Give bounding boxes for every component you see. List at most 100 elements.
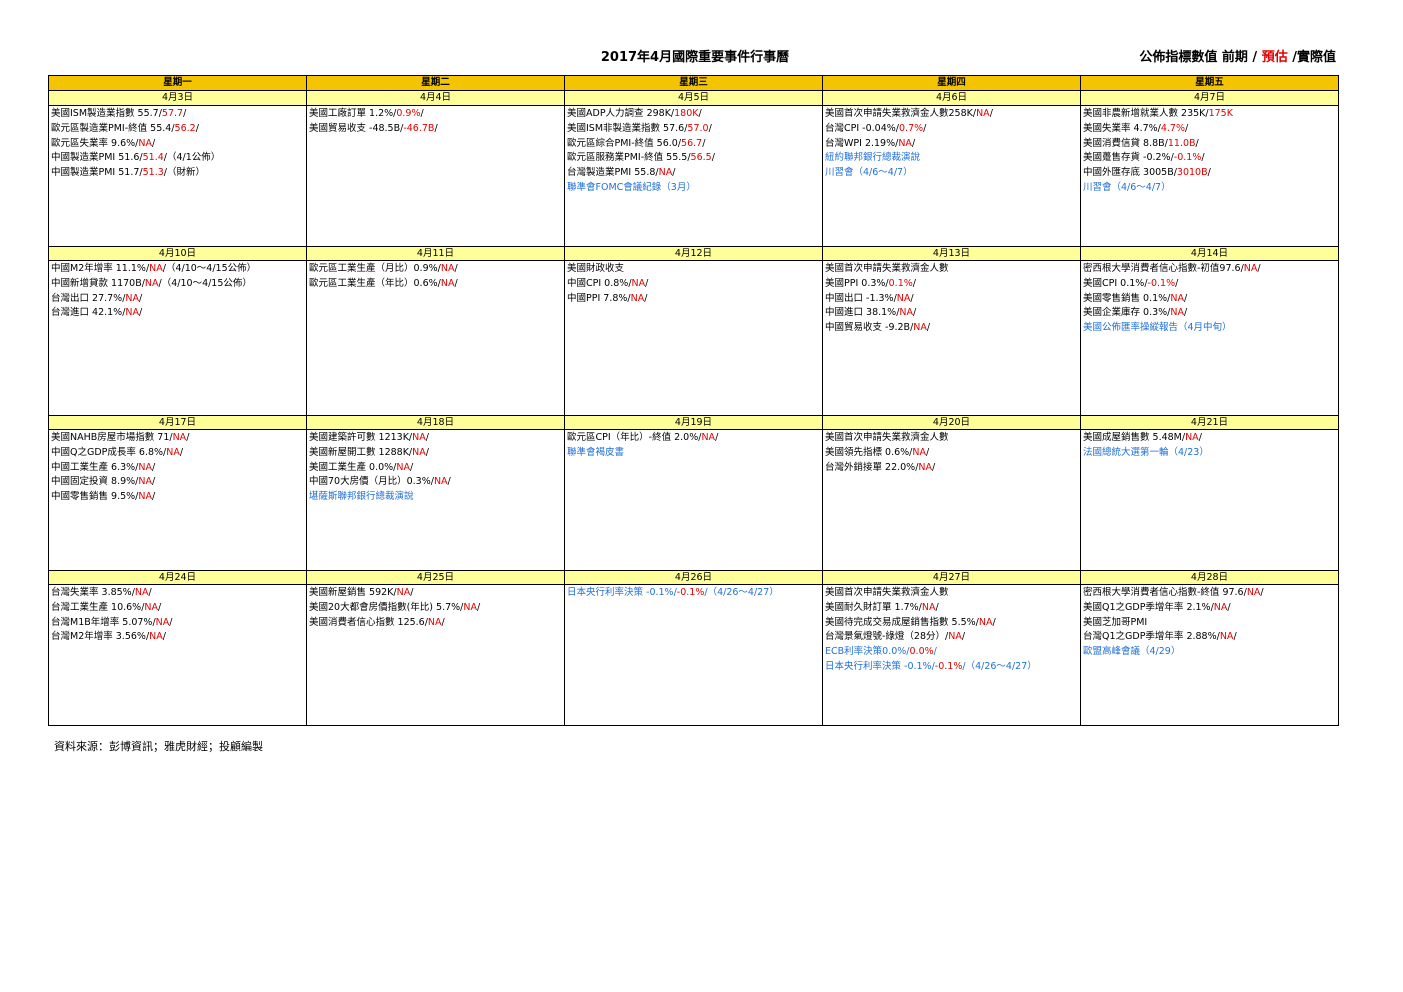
day-events: 美國ADP人力調查 298K/180K/美國ISM非製造業指數 57.6/57.…: [565, 106, 823, 246]
event-suffix: /: [645, 277, 649, 289]
event-item: 中國零售銷售 9.5%/NA/: [51, 490, 304, 505]
event-item: 美國建築許可數 1213K/NA/: [309, 431, 562, 446]
event-highlight: 美國公佈匯率操縱報告（4月中旬）: [1083, 321, 1336, 336]
event-text: 美國PPI 0.3%/: [825, 277, 889, 289]
event-item: 台灣製造業PMI 55.8/NA/: [567, 166, 820, 181]
event-item: 中國PPI 7.8%/NA/: [567, 292, 820, 307]
date-cell: 4月19日: [565, 415, 823, 430]
event-item: 歐元區服務業PMI-終值 55.5/56.5/: [567, 151, 820, 166]
event-item: 美國新屋銷售 592K/NA/: [309, 586, 562, 601]
weekday-header: 星期一: [49, 76, 307, 91]
event-text: 歐元區失業率 9.6%/: [51, 137, 139, 149]
event-text: 歐元區服務業PMI-終值 55.5/: [567, 152, 691, 164]
event-estimate: NA: [155, 616, 170, 628]
event-item: 中國新增貸款 1170B/NA/（4/10～4/15公佈）: [51, 277, 304, 292]
event-text: 中國工業生產 6.3%/: [51, 461, 139, 473]
event-item: 美國失業率 4.7%/4.7%/: [1083, 122, 1336, 137]
event-text: 日本央行利率決策 -0.1%/: [825, 660, 935, 672]
event-item: 美國首次申請失業救濟金人數: [825, 431, 1078, 446]
date-cell: 4月20日: [823, 415, 1081, 430]
event-highlight: 川習會（4/6～4/7）: [825, 166, 1078, 181]
event-text: 中國CPI 0.8%/: [567, 277, 632, 289]
event-suffix: /（4/10～4/15公佈）: [158, 277, 252, 289]
event-estimate: NA: [921, 601, 936, 613]
date-cell: 4月28日: [1081, 570, 1338, 585]
day-events: 美國NAHB房屋市場指數 71/NA/中國Q之GDP成長率 6.8%/NA/中國…: [49, 430, 307, 570]
event-estimate: NA: [144, 277, 159, 289]
event-item: 台灣進口 42.1%/NA/: [51, 306, 304, 321]
event-item: 中國M2年增率 11.1%/NA/（4/10～4/15公佈）: [51, 262, 304, 277]
event-suffix: /: [992, 616, 996, 628]
date-cell: 4月11日: [307, 246, 565, 261]
day-events: 美國新屋銷售 592K/NA/美國20大都會房價指數(年比) 5.7%/NA/美…: [307, 585, 565, 725]
event-estimate: NA: [978, 616, 993, 628]
event-text: 台灣工業生產 10.6%/: [51, 601, 145, 613]
date-cell: 4月24日: [49, 570, 307, 585]
day-events: 美國工廠訂單 1.2%/0.9%/美國貿易收支 -48.5B/-46.7B/: [307, 106, 565, 246]
legend-estimate: 預估: [1261, 50, 1288, 65]
event-text: 美國零售銷售 0.1%/: [1083, 292, 1171, 304]
event-suffix: /: [425, 432, 429, 443]
event-suffix: /: [434, 122, 438, 134]
event-text: 法國總統大選第一輪（4/23）: [1083, 446, 1209, 458]
event-suffix: /: [186, 432, 190, 443]
event-item: 美國新屋開工數 1288K/NA/: [309, 446, 562, 461]
event-suffix: /: [932, 461, 936, 473]
day-events: 美國首次申請失業救濟金人數美國領先指標 0.6%/NA/台灣外銷接單 22.0%…: [823, 430, 1081, 570]
legend-suffix: /實際值: [1287, 50, 1336, 65]
event-text: 美國工業生產 0.0%/: [309, 461, 397, 473]
event-suffix: /: [420, 108, 424, 119]
event-text: 台灣失業率 3.85%/: [51, 587, 135, 598]
event-estimate: NA: [440, 277, 455, 289]
event-item: 美國非農新增就業人數 235K/175K: [1083, 107, 1336, 122]
event-text: 台灣景氣燈號-綠燈（28分）/: [825, 631, 949, 643]
event-text: 台灣進口 42.1%/: [51, 307, 126, 319]
day-events: 密西根大學消費者信心指數-終值 97.6/NA/美國Q1之GDP季增年率 2.1…: [1081, 585, 1338, 725]
event-suffix: /: [151, 137, 156, 149]
event-item: 美國消費者信心指數 125.6/NA/: [309, 616, 562, 631]
event-estimate: 0.1%: [888, 277, 913, 289]
event-estimate: NA: [440, 263, 455, 274]
date-cell: 4月21日: [1081, 415, 1338, 430]
event-suffix: /: [1201, 152, 1205, 164]
event-item: 歐元區綜合PMI-終值 56.0/56.7/: [567, 137, 820, 152]
event-text: 美國ISM非製造業指數 57.6/: [567, 122, 688, 134]
event-text: 美國20大都會房價指數(年比) 5.7%/: [309, 601, 464, 613]
value-legend: 公佈指標數值 前期 / 預估 /實際值: [1139, 46, 1336, 65]
date-cell: 4月13日: [823, 246, 1081, 261]
event-suffix: /: [195, 122, 199, 134]
event-estimate: NA: [433, 476, 448, 488]
event-estimate: NA: [701, 432, 716, 443]
event-text: 美國公佈匯率操縱報告（4月中旬）: [1083, 322, 1232, 334]
event-estimate: NA: [912, 446, 926, 458]
date-cell: 4月10日: [49, 246, 307, 261]
event-suffix: /: [910, 292, 914, 304]
event-highlight: 日本央行利率決策 -0.1%/-0.1%/（4/26～4/27）: [825, 660, 1078, 675]
event-suffix: /: [715, 432, 719, 443]
event-text: 堪薩斯聯邦銀行總裁演說: [309, 491, 414, 503]
event-suffix: /: [158, 601, 162, 613]
event-estimate: 0.7%: [899, 122, 924, 134]
event-estimate: -0.1%: [676, 587, 705, 598]
event-text: 美國ADP人力調查 298K/: [567, 108, 675, 119]
event-estimate: 3010B: [1176, 167, 1208, 179]
event-text: 美國財政收支: [567, 263, 625, 274]
event-estimate: -46.7B: [403, 122, 435, 134]
event-item: 歐元區製造業PMI-終值 55.4/56.2/: [51, 122, 304, 137]
event-item: 台灣CPI -0.04%/0.7%/: [825, 122, 1078, 137]
weekday-header-row: 星期一星期二星期三星期四星期五: [49, 76, 1338, 91]
event-text: 美國ISM製造業指數 55.7/: [51, 108, 162, 119]
event-estimate: NA: [1213, 601, 1228, 613]
event-suffix: /: [923, 122, 927, 134]
event-suffix: /: [179, 446, 184, 458]
date-cell: 4月12日: [565, 246, 823, 261]
event-suffix: /: [911, 137, 916, 149]
event-text: 聯準會褐皮書: [567, 446, 625, 458]
day-events: 歐元區CPI（年比）-終值 2.0%/NA/聯準會褐皮書: [565, 430, 823, 570]
event-item: 中國貿易收支 -9.2B/NA/: [825, 321, 1078, 336]
weekday-header: 星期二: [307, 76, 565, 91]
event-suffix: /: [151, 491, 156, 503]
date-cell: 4月17日: [49, 415, 307, 430]
